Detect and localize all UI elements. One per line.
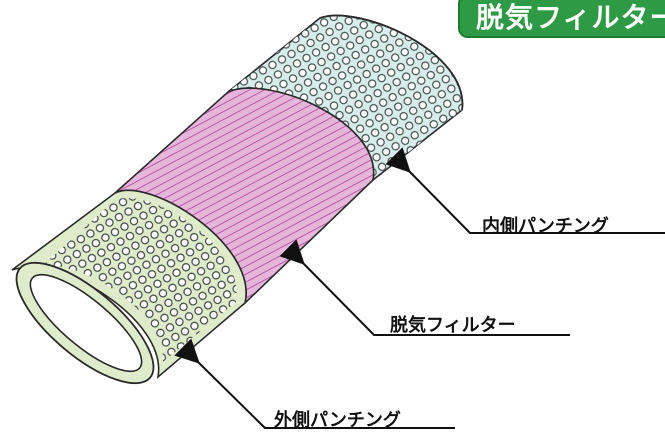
outer-punching-callout <box>174 338 455 429</box>
inner-punching-section <box>227 14 463 182</box>
degassing-filter-callout <box>279 239 570 336</box>
diagram-title: 脱気フィルター <box>476 1 665 34</box>
outer-punching-section <box>11 189 247 385</box>
outer-punching-label: 外側パンチング <box>274 410 401 431</box>
inner-punching-label: 内側パンチング <box>482 216 609 237</box>
title-banner <box>458 0 665 38</box>
inner-punching-callout <box>385 147 665 234</box>
degassing-filter-label: 脱気フィルター <box>390 315 516 336</box>
